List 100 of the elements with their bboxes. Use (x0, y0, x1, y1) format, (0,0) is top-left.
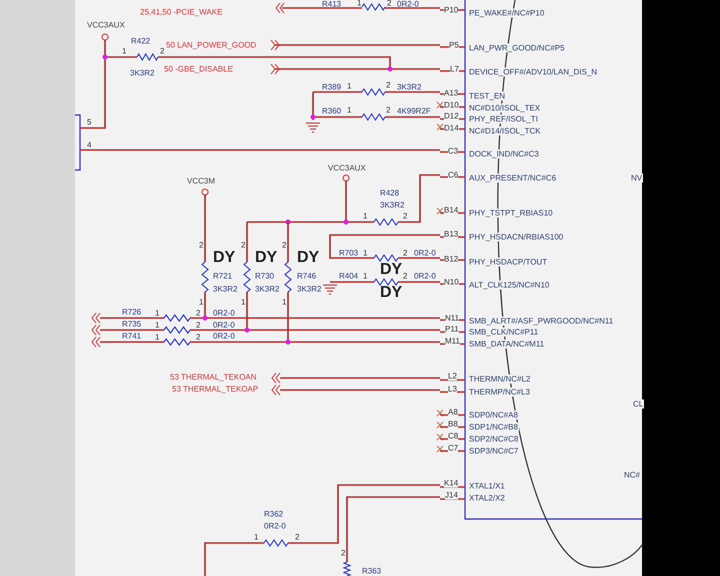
component-label: R360 (322, 106, 342, 116)
pin-number: K14 (444, 478, 458, 488)
component-label: R730 (255, 272, 274, 280)
pin-number: B14 (444, 206, 458, 214)
pin-name: PHY_TSTPT_RBIAS10 (468, 208, 554, 218)
pin-number: 2 (387, 0, 392, 8)
pin-name: SDP1/NC#B8 (468, 422, 519, 432)
pin-number: 1 (254, 532, 258, 542)
pin-name: ALT_CLK125/NC#N10 (468, 280, 550, 290)
pin-number: J14 (445, 490, 458, 500)
pin-number: B12 (444, 254, 458, 264)
pin-number: 1 (347, 82, 352, 90)
pin-number: 1 (363, 248, 368, 258)
pin-number: C3 (448, 146, 458, 156)
pin-number: 2 (241, 240, 246, 250)
pin-number: 2 (403, 248, 408, 258)
component-label: R422 (131, 36, 150, 46)
component-label: R726 (122, 308, 142, 316)
pin-number: L3 (448, 384, 457, 394)
component-label: R746 (297, 272, 316, 280)
pin-name: PHY_HSDACN/RBIAS100 (468, 232, 564, 242)
component-label: 0R2-0 (397, 0, 419, 8)
component-label: 3K3R2 (130, 68, 154, 78)
pin-name: SDP3/NC#C7 (468, 446, 520, 456)
component-label: 3K3R2 (380, 200, 404, 210)
pin-number: N11 (445, 314, 460, 322)
power-rail-label: VCC3AUX (328, 164, 366, 172)
component-label: R362 (264, 510, 284, 518)
pin-name: XTAL2/X2 (468, 494, 506, 502)
pin-number: 2 (282, 240, 286, 250)
pin-number: D14 (444, 124, 459, 132)
pin-name: THERMN/NC#L2 (468, 374, 532, 384)
pin-number: 2 (160, 46, 164, 56)
pin-name: PHY_HSDACP/TOUT (468, 258, 548, 266)
component-label: 4K99R2F (397, 106, 431, 116)
pin-number: 1 (363, 272, 368, 280)
power-rail-label: VCC3M (187, 176, 216, 186)
component-label: 0R2-0 (264, 522, 286, 530)
pin-number: D10 (444, 100, 459, 110)
pin-number: 1 (155, 308, 160, 318)
component-label: 0R2-0 (414, 248, 436, 258)
pin-number: A13 (444, 88, 458, 98)
pin-number: P10 (444, 6, 458, 14)
net-label: 50 -GBE_DISABLE (164, 64, 233, 74)
component-label: R703 (339, 248, 358, 258)
component-label: 0R2-0 (213, 320, 235, 330)
pin-name: SDP2/NC#C8 (468, 434, 520, 444)
pin-name: NV (630, 174, 644, 182)
pin-number: P5 (449, 40, 459, 50)
component-label: R735 (122, 320, 142, 328)
pin-number: 2 (341, 548, 346, 558)
pin-name: THERMP/NC#L3 (468, 388, 531, 396)
component-label: R741 (122, 332, 142, 340)
pin-number: 2 (196, 332, 200, 342)
net-label: 50 LAN_POWER_GOOD (166, 40, 256, 50)
pin-number: 4 (87, 140, 92, 150)
dnp-mark: DY (213, 250, 236, 266)
dnp-mark: DY (297, 250, 320, 266)
pin-name: SMB_ALRT#/ASF_PWRGOOD/NC#N11 (468, 316, 614, 326)
pin-number: L2 (448, 372, 457, 380)
component-label: R404 (339, 272, 358, 280)
pin-number: 2 (199, 240, 204, 250)
pin-name: NC# (623, 470, 642, 480)
pin-name: AUX_PRESENT/NC#C6 (468, 174, 558, 182)
dnp-mark: DY (380, 262, 402, 278)
power-rail-label: VCC3AUX (87, 20, 125, 30)
pin-number: 2 (386, 106, 390, 114)
pin-number: 2 (386, 80, 390, 90)
pin-number: D12 (444, 112, 459, 120)
component-label: 0R2-0 (213, 308, 235, 318)
pin-number: C6 (448, 170, 458, 180)
pin-number: C7 (448, 444, 458, 452)
component-label: 3K3R2 (255, 284, 280, 294)
pin-number: N10 (444, 278, 459, 286)
pin-number: C8 (448, 432, 458, 440)
pin-number: L7 (450, 64, 459, 74)
component-label: 0R2-0 (414, 272, 436, 280)
pin-number: 1 (282, 298, 286, 306)
net-label: 25,41,50 -PCIE_WAKE (140, 8, 222, 16)
pin-number: 2 (295, 532, 300, 542)
pin-name: LAN_PWR_GOOD/NC#P5 (468, 44, 566, 52)
pin-name: NC#D10/ISOL_TEX (468, 104, 542, 112)
component-label: 3K3R2 (297, 284, 322, 294)
pin-name: TEST_EN (468, 92, 506, 100)
component-label: 3K3R2 (213, 284, 238, 294)
pin-name: PE_WAKE#/NC#P10 (468, 8, 546, 18)
dnp-mark: DY (255, 250, 278, 266)
pin-name: XTAL1/X1 (468, 482, 506, 490)
pin-number: 1 (241, 298, 246, 306)
net-label: 53 THERMAL_TEKOAN (170, 372, 257, 382)
pin-name: SMB_CLK/NC#P11 (468, 328, 540, 336)
component-label: R721 (213, 272, 232, 280)
pin-number: 1 (122, 46, 126, 56)
component-label: R428 (380, 188, 400, 198)
component-label: 3K3R2 (397, 82, 422, 92)
pin-name: DEVICE_OFF#/ADV10/LAN_DIS_N (468, 68, 598, 76)
pin-number: 2 (403, 272, 408, 280)
pin-number: B13 (444, 230, 458, 238)
pin-number: 5 (87, 118, 92, 126)
pin-number: A8 (448, 408, 458, 416)
